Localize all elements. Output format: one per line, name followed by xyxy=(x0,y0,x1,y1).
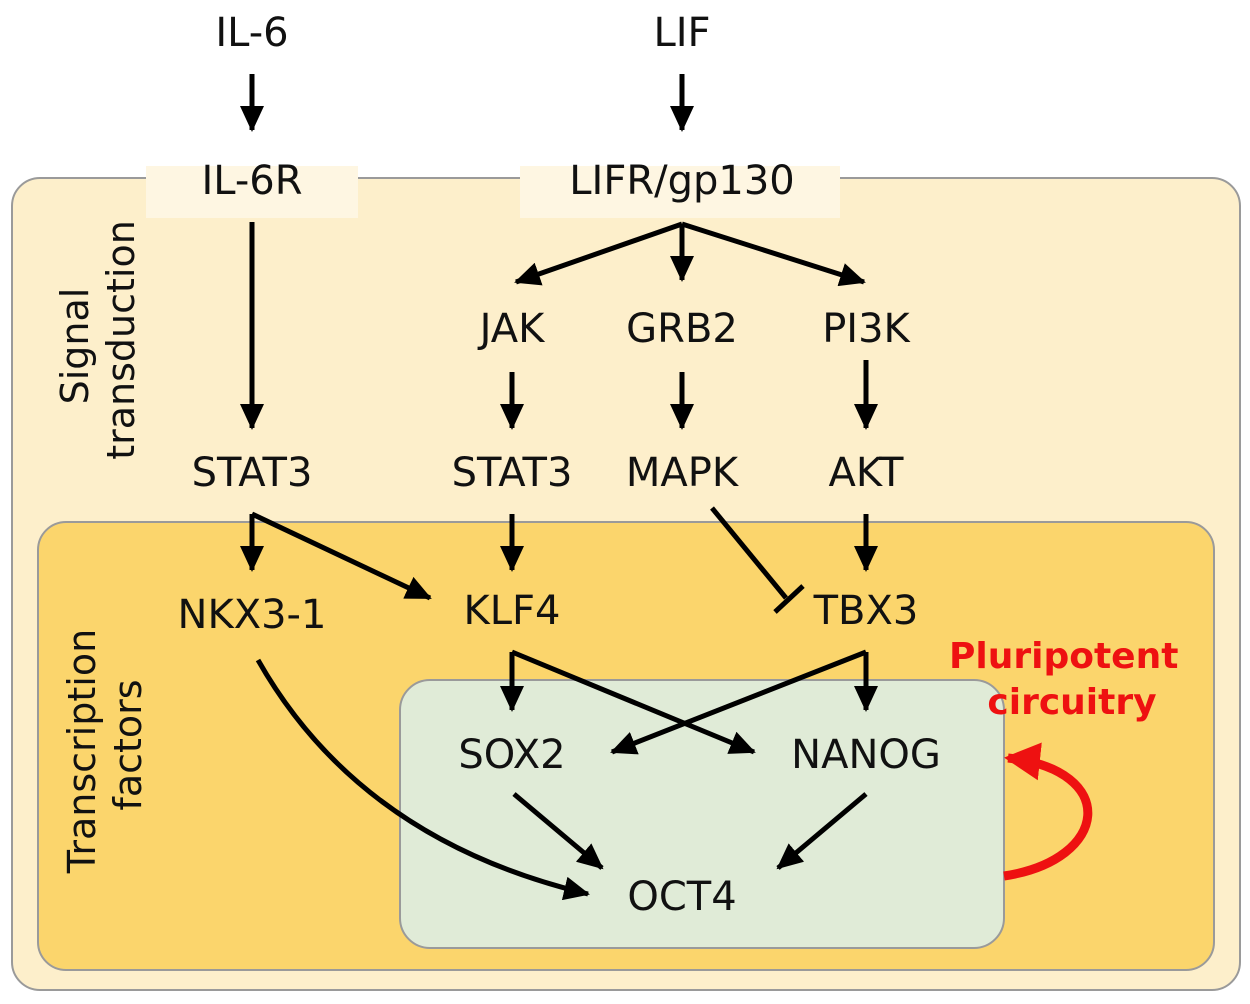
transcription-factors-label: Transcription factors xyxy=(60,617,150,875)
node-tbx3: TBX3 xyxy=(813,588,919,634)
signal-label-line2: transduction xyxy=(99,220,143,460)
receptor-il6r-highlight xyxy=(146,166,358,218)
node-lif: LIF xyxy=(653,10,710,56)
edge-tbx3-sox2 xyxy=(610,649,867,755)
receptor-lifr-highlight xyxy=(520,166,840,218)
node-stat3-mid: STAT3 xyxy=(452,450,573,496)
edge-sox2-oct4 xyxy=(512,792,604,870)
node-nanog: NANOG xyxy=(791,732,941,778)
node-nkx3-1: NKX3-1 xyxy=(178,592,327,638)
edge-lifr-pi3k xyxy=(681,221,866,287)
node-mapk: MAPK xyxy=(626,450,740,496)
circuitry-label-line1: Pluripotent xyxy=(949,636,1178,677)
signal-label-line1: Signal xyxy=(53,288,97,405)
node-grb2: GRB2 xyxy=(626,306,738,352)
pluripotent-loop-arrow xyxy=(1003,742,1093,881)
node-jak: JAK xyxy=(477,306,546,352)
edge-mapk-tbx3-inhibit xyxy=(710,506,788,600)
edge-stat3-klf4 xyxy=(250,511,432,601)
edge-nanog-oct4 xyxy=(776,792,868,870)
signal-transduction-label: Signal transduction xyxy=(53,220,143,460)
node-pi3k: PI3K xyxy=(822,306,911,352)
node-il6r: IL-6R xyxy=(201,158,302,204)
node-oct4: OCT4 xyxy=(627,874,736,920)
node-akt: AKT xyxy=(829,450,904,496)
edge-klf4-nanog xyxy=(511,649,756,755)
circuitry-label-line2: circuitry xyxy=(987,682,1156,723)
edge-lifr-jak xyxy=(514,221,683,286)
node-il6: IL-6 xyxy=(215,10,288,56)
pluripotent-circuitry-label: Pluripotent circuitry xyxy=(949,636,1191,723)
node-lifr-gp130: LIFR/gp130 xyxy=(569,158,795,204)
node-sox2: SOX2 xyxy=(458,732,565,778)
inhibit-bar xyxy=(773,584,805,614)
node-stat3-left: STAT3 xyxy=(192,450,313,496)
tf-label-line2: factors xyxy=(106,679,150,810)
edge-nkx31-oct4 xyxy=(255,658,590,901)
tf-label-line1: Transcription xyxy=(60,629,104,874)
node-klf4: KLF4 xyxy=(464,588,561,634)
